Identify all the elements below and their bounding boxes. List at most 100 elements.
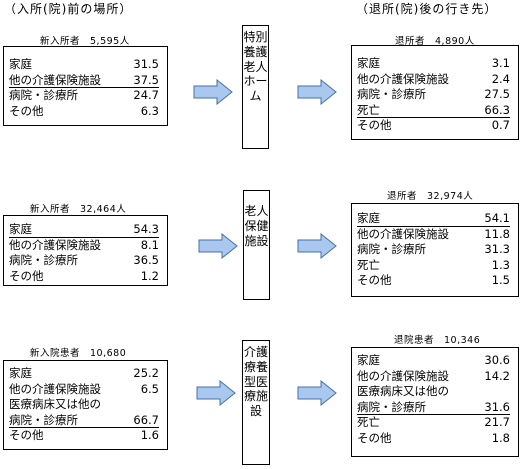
- row-label: 家庭: [9, 366, 32, 380]
- row-value: 54.3: [133, 222, 159, 236]
- row-label: 家庭: [9, 222, 32, 236]
- row-value: 54.1: [484, 211, 510, 225]
- data-row: 他の介護保険施設 6.5: [9, 382, 159, 398]
- row-value: 24.7: [133, 88, 159, 102]
- section1-facility-label: 特別養護老人ホーム: [243, 30, 268, 104]
- section2-right-box: 家庭 54.1 他の介護保険施設 11.8 病院・診療所 31.3 死亡 1.3 その他 1.5: [351, 203, 519, 297]
- row-value: 27.5: [484, 87, 510, 101]
- row-label: 死亡: [357, 257, 380, 272]
- row-value: 1.3: [491, 257, 510, 272]
- data-row: 家庭 3.1: [357, 56, 510, 72]
- row-label: 他の介護保険施設: [357, 226, 449, 241]
- data-row: その他 1.2: [9, 269, 159, 285]
- row-value: 21.7: [484, 415, 510, 429]
- row-value: 1.8: [491, 430, 510, 445]
- row-label: その他: [9, 268, 44, 283]
- row-label: 病院・診療所: [9, 88, 78, 102]
- section3-left-caption: 新入院患者 10,680: [30, 348, 127, 359]
- before-heading: （入所(院)前の場所）: [4, 2, 133, 16]
- row-label: 医療病床又は他の: [9, 397, 101, 411]
- row-value: 31.3: [484, 242, 510, 256]
- section2-right-arrow: [297, 233, 337, 259]
- section2-right-caption: 退所者 32,974人: [387, 191, 474, 202]
- row-value: 1.6: [140, 428, 159, 442]
- section2-left-arrow: [198, 233, 238, 259]
- row-label: 他の介護保険施設: [357, 368, 449, 383]
- after-heading: （退所(院)後の行き先）: [356, 2, 498, 16]
- section3-facility-label: 介護療養型医療施設: [243, 345, 268, 419]
- section1-right-arrow: [297, 79, 337, 105]
- data-row: 病院・診療所 31.3: [357, 242, 510, 258]
- section3-right-caption: 退院患者 10,346: [394, 335, 481, 346]
- row-label: 家庭: [357, 56, 380, 70]
- data-row: 家庭 54.1: [357, 211, 510, 227]
- section1-facility-box: 特別養護老人ホーム: [242, 25, 269, 149]
- row-label: 病院・診療所: [357, 399, 426, 414]
- row-label: 他の介護保険施設: [9, 381, 101, 396]
- row-label: 病院・診療所: [357, 242, 426, 256]
- row-value: 14.2: [484, 368, 510, 383]
- data-row: 家庭 54.3: [9, 222, 159, 238]
- row-value: 66.3: [484, 102, 510, 117]
- row-value: 36.5: [133, 253, 159, 267]
- row-value: 66.7: [133, 412, 159, 427]
- row-value: 0.7: [491, 118, 510, 132]
- row-value: 1.5: [491, 273, 510, 287]
- row-label: 家庭: [9, 57, 32, 71]
- row-label: 家庭: [357, 211, 380, 225]
- section3-facility-box: 介護療養型医療施設: [242, 340, 270, 465]
- row-label: その他: [9, 103, 44, 118]
- row-label: 家庭: [357, 353, 380, 367]
- row-label: 病院・診療所: [9, 253, 78, 267]
- section2-left-caption: 新入所者 32,464人: [30, 204, 127, 215]
- data-row: その他 6.3: [9, 104, 159, 120]
- row-value: 1.2: [140, 268, 159, 283]
- row-value: 8.1: [140, 237, 159, 252]
- row-label: 死亡: [357, 102, 380, 117]
- section2-facility-label: 老人保健施設: [244, 204, 269, 248]
- section1-right-box: 家庭 3.1 他の介護保険施設 2.4 病院・診療所 27.5 死亡 66.3 その他 0.7: [351, 45, 519, 140]
- row-label: その他: [9, 428, 44, 442]
- row-value: 2.4: [491, 71, 510, 86]
- section1-left-arrow: [193, 79, 233, 105]
- data-row: 死亡 66.3: [357, 102, 510, 118]
- row-label: その他: [357, 273, 392, 287]
- row-value: 3.1: [491, 56, 510, 70]
- row-label: 病院・診療所: [9, 412, 78, 427]
- section3-left-arrow: [196, 380, 236, 406]
- data-row: 医療病床又は他の: [357, 384, 510, 400]
- data-row: 病院・診療所 24.7: [9, 88, 159, 104]
- data-row: 病院・診療所 27.5: [357, 87, 510, 103]
- data-row: 他の介護保険施設 11.8: [357, 227, 510, 243]
- row-value: 30.6: [484, 353, 510, 367]
- row-value: 31.5: [133, 57, 159, 71]
- section2-left-rows: 家庭 54.3 他の介護保険施設 8.1 病院・診療所 36.5 その他 1.2: [9, 222, 159, 284]
- data-row: その他 1.6: [9, 428, 159, 444]
- row-label: 他の介護保険施設: [357, 71, 449, 86]
- section3-right-arrow: [297, 380, 337, 406]
- data-row: 病院・診療所 66.7: [9, 412, 159, 428]
- section2-right-rows: 家庭 54.1 他の介護保険施設 11.8 病院・診療所 31.3 死亡 1.3 その他 1.5: [357, 211, 510, 289]
- data-row: 他の介護保険施設 2.4: [357, 72, 510, 88]
- section1-left-caption: 新入所者 5,595人: [40, 36, 130, 47]
- data-row: 他の介護保険施設 14.2: [357, 369, 510, 385]
- row-label: その他: [357, 118, 392, 132]
- data-row: 他の介護保険施設 8.1: [9, 238, 159, 254]
- row-label: 他の介護保険施設: [9, 237, 101, 252]
- row-label: 医療病床又は他の: [357, 384, 449, 398]
- section1-right-rows: 家庭 3.1 他の介護保険施設 2.4 病院・診療所 27.5 死亡 66.3 その他 0.7: [357, 56, 510, 134]
- row-label: 病院・診療所: [357, 87, 426, 101]
- row-value: 6.5: [140, 381, 159, 396]
- row-value: 6.3: [140, 103, 159, 118]
- data-row: その他 0.7: [357, 118, 510, 134]
- row-value: 11.8: [484, 226, 510, 241]
